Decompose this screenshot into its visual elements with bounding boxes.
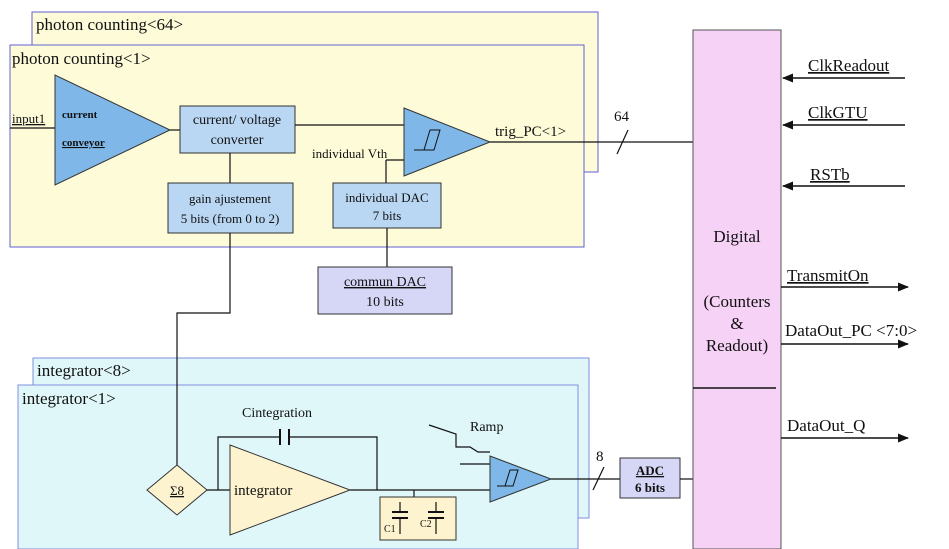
adc-hysteresis-icon <box>497 469 519 487</box>
integrator-8-title: integrator<8> <box>37 361 131 380</box>
digital-label-line2: (Counters <box>703 292 770 311</box>
common-dac-line2: 10 bits <box>366 295 404 310</box>
trig-label: trig_PC<1> <box>495 124 566 140</box>
clk-gtu-label: ClkGTU <box>808 103 868 122</box>
integrator-1-title: integrator<1> <box>22 389 116 408</box>
idac-label-line1: individual DAC <box>345 190 428 205</box>
common-dac-block <box>317 266 453 315</box>
rstb-label: RSTb <box>810 165 850 184</box>
conveyor-label-line1: current <box>62 109 98 121</box>
c2-label: C2 <box>420 519 432 530</box>
ramp-label: Ramp <box>470 420 503 435</box>
transmit-on-label: TransmitOn <box>787 266 869 285</box>
converter-label-line2: converter <box>211 133 264 148</box>
digital-block <box>692 29 782 549</box>
common-dac-line1: commun DAC <box>344 275 426 290</box>
integrator-1-box <box>17 384 579 549</box>
idac-label-line2: 7 bits <box>373 208 402 223</box>
converter-label-line1: current/ voltage <box>193 113 281 128</box>
c1-label: C1 <box>384 524 396 535</box>
cintegration-label: Cintegration <box>242 406 312 421</box>
vth-label: individual Vth <box>312 146 388 161</box>
digital-label-line1: Digital <box>713 227 760 246</box>
integrator-label: integrator <box>234 483 292 499</box>
adc-block <box>619 457 681 499</box>
data-out-q-label: DataOut_Q <box>787 416 865 435</box>
photon-counting-64-title: photon counting<64> <box>36 15 183 34</box>
digital-label-line4: Readout) <box>706 336 768 355</box>
gain-label-line1: gain ajustement <box>189 191 271 206</box>
current-voltage-converter <box>179 105 296 154</box>
integrator-bus-width: 8 <box>596 449 604 465</box>
pc-bus-width: 64 <box>614 109 630 125</box>
sum-block <box>146 464 208 516</box>
adc-comparator <box>489 455 553 503</box>
pc-hysteresis-icon <box>414 129 441 151</box>
sum-label: Σ8 <box>170 483 184 498</box>
adc-label-line2: 6 bits <box>635 480 665 495</box>
adc-label-line1: ADC <box>636 463 664 478</box>
gain-label-line2: 5 bits (from 0 to 2) <box>181 211 280 226</box>
photon-counting-1-title: photon counting<1> <box>12 49 151 68</box>
data-out-pc-label: DataOut_PC <7:0> <box>785 321 917 340</box>
integrator-amplifier <box>229 444 352 536</box>
clk-readout-label: ClkReadout <box>808 56 889 75</box>
gain-adjustment-block <box>167 182 294 234</box>
conveyor-label-line2: conveyor <box>62 137 105 149</box>
digital-label-line3: & <box>730 314 743 333</box>
pc-comparator <box>403 107 492 177</box>
current-conveyor-amplifier <box>54 74 172 186</box>
input-label: input1 <box>12 111 45 126</box>
